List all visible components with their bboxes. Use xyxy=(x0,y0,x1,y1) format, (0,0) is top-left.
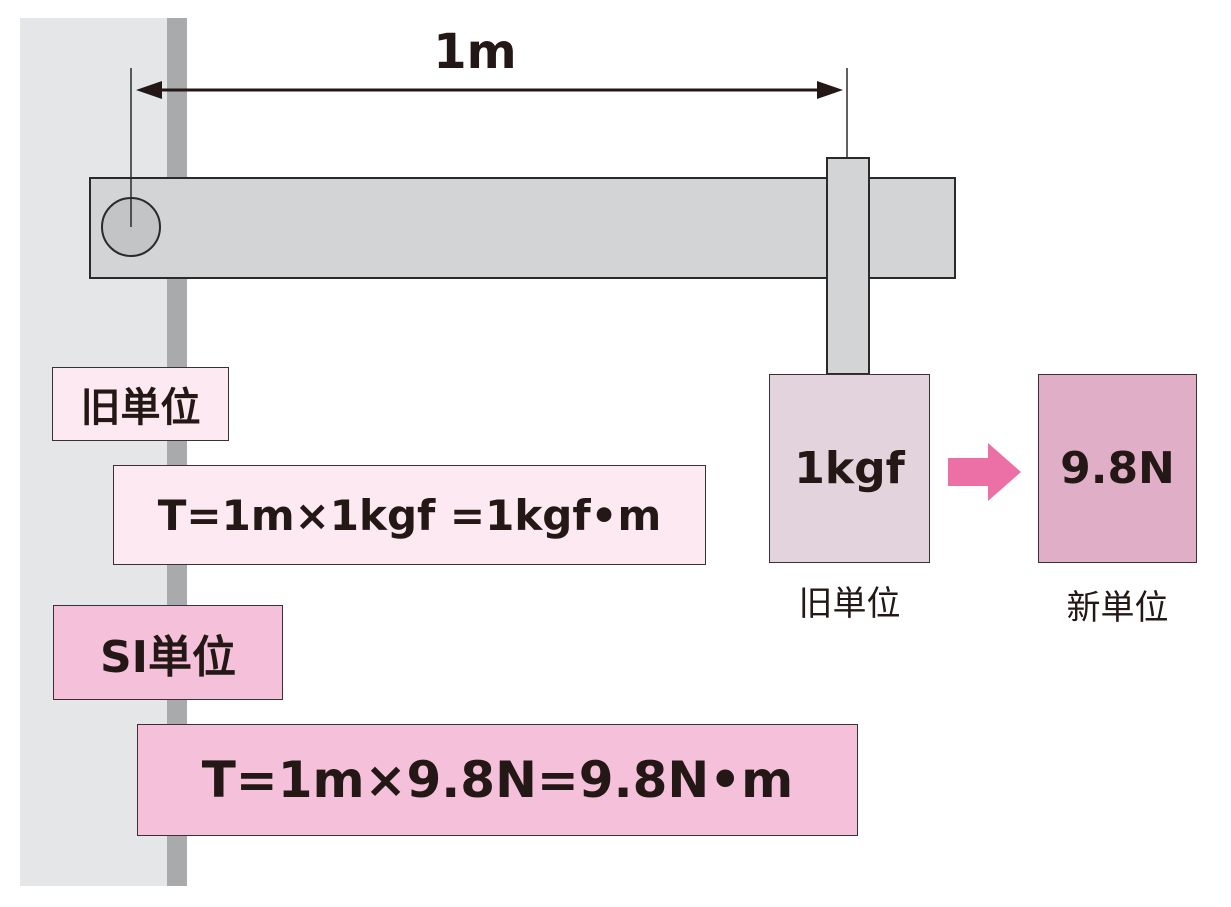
new-weight-caption: 新単位 xyxy=(1066,588,1169,628)
old-weight-caption: 旧単位 xyxy=(798,584,901,624)
lever-bar xyxy=(89,177,956,279)
old-unit-heading: 旧単位 xyxy=(52,367,229,441)
dimension-arrowhead-left xyxy=(136,81,162,99)
si-unit-heading: SI単位 xyxy=(53,605,283,700)
distance-label: 1m xyxy=(433,24,517,80)
si-formula: T=1m×9.8N=9.8N•m xyxy=(137,724,858,836)
conversion-arrow-icon xyxy=(948,443,1021,501)
old-formula: T=1m×1kgf =1kgf•m xyxy=(113,465,706,565)
new-weight: 9.8N xyxy=(1038,374,1197,563)
weight-hanger xyxy=(826,157,870,375)
dimension-arrowhead-right xyxy=(817,81,843,99)
old-weight: 1kgf xyxy=(769,374,930,563)
